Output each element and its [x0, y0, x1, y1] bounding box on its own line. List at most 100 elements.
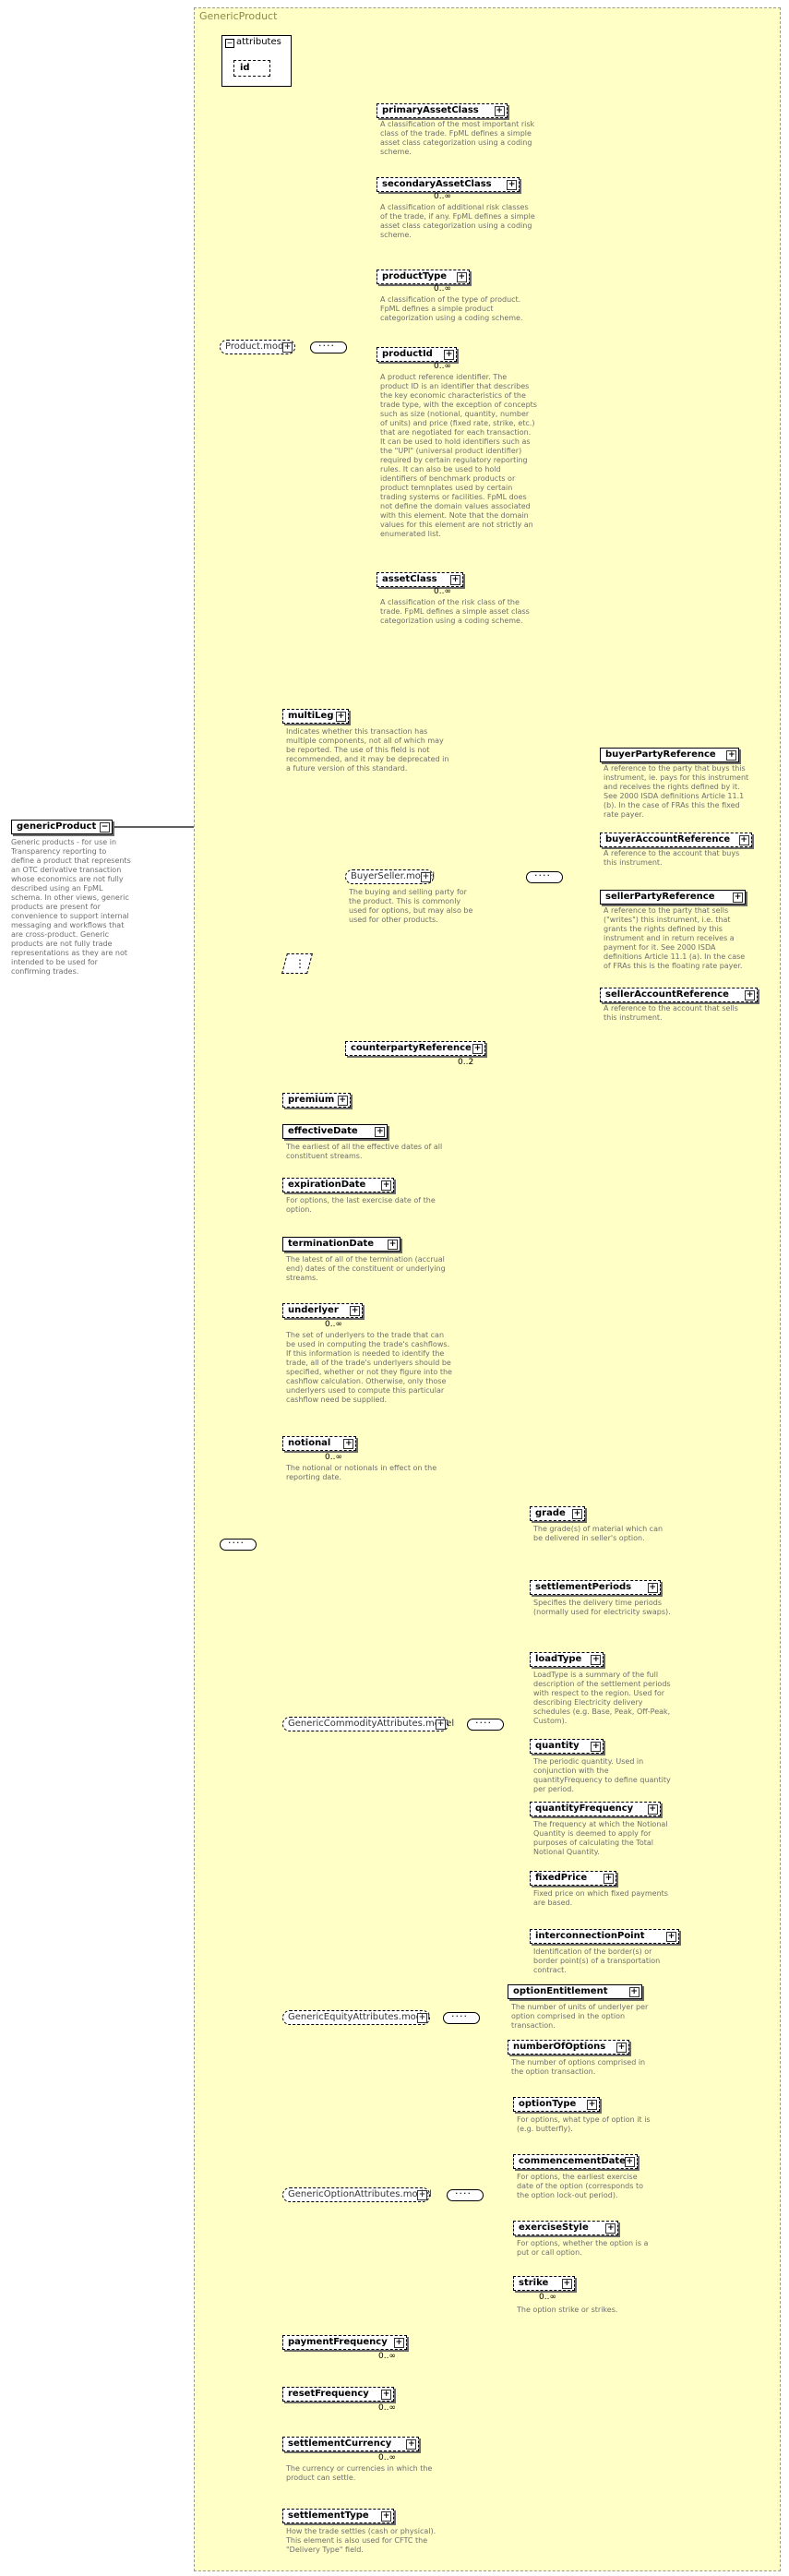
option-sequence-icon[interactable] [447, 2187, 484, 2201]
expand-icon[interactable]: + [350, 1306, 361, 1316]
main-item-underlyer[interactable]: underlyer+ [282, 1303, 364, 1318]
expand-icon[interactable]: + [591, 1742, 602, 1752]
expand-icon[interactable]: + [591, 1655, 602, 1665]
expand-icon[interactable]: + [417, 2190, 427, 2200]
main-item-expirationDate[interactable]: expirationDate+ [282, 1178, 395, 1192]
collapse-icon[interactable]: − [100, 822, 110, 833]
attribute-id[interactable]: id [233, 60, 270, 77]
expand-icon[interactable]: + [421, 872, 431, 882]
expand-icon[interactable]: + [726, 750, 737, 761]
element-doc: Indicates whether this transaction has m… [286, 727, 449, 773]
expand-icon[interactable]: + [733, 893, 743, 903]
option-group[interactable]: GenericOptionAttributes.model+ [282, 2187, 432, 2202]
expand-icon[interactable]: + [604, 1874, 614, 1884]
product-sequence-icon[interactable] [310, 340, 347, 353]
main-item-terminationDate[interactable]: terminationDate + [282, 1237, 400, 1252]
root-element[interactable]: genericProduct − [11, 820, 113, 834]
tail-item-paymentFrequency[interactable]: paymentFrequency+ [282, 2335, 407, 2350]
equity-item-numberOfOptions[interactable]: numberOfOptions+ [508, 2040, 629, 2055]
element-doc: A product reference identifier. The prod… [380, 373, 537, 538]
expand-icon[interactable]: + [605, 2223, 616, 2234]
choice-icon[interactable] [281, 953, 313, 974]
product-item-assetClass[interactable]: assetClass+ [377, 572, 463, 587]
expand-icon[interactable]: + [647, 1583, 658, 1593]
expand-icon[interactable]: + [388, 1240, 398, 1250]
equity-group[interactable]: GenericEquityAttributes.model+ [282, 2010, 430, 2025]
commodity-item-loadType[interactable]: loadType+ [530, 1652, 604, 1667]
collapse-icon[interactable]: − [225, 39, 234, 48]
option-item-strike[interactable]: strike+ [513, 2276, 575, 2291]
main-sequence-icon[interactable] [220, 1537, 257, 1551]
expand-icon[interactable]: + [406, 2439, 417, 2450]
expand-icon[interactable]: + [393, 2338, 404, 2348]
option-item-commencementDate[interactable]: commencementDate+ [513, 2154, 638, 2169]
multiLeg-element[interactable]: multiLeg+ [282, 709, 349, 724]
bs-item-buyerPartyReference[interactable]: buyerPartyReference+ [600, 748, 740, 762]
expand-icon[interactable]: + [647, 1804, 658, 1815]
expand-icon[interactable]: + [337, 1096, 348, 1106]
expand-icon[interactable]: + [561, 2279, 572, 2289]
product-item-primaryAssetClass[interactable]: primaryAssetClass+ [377, 103, 508, 118]
expand-icon[interactable]: + [628, 1987, 640, 1997]
element-label: interconnectionPoint [535, 1931, 645, 1941]
option-item-exerciseStyle[interactable]: exerciseStyle+ [513, 2221, 619, 2235]
expand-icon[interactable]: + [343, 1439, 354, 1449]
expand-icon[interactable]: + [282, 342, 293, 353]
expand-icon[interactable]: + [666, 1932, 676, 1942]
expand-icon[interactable]: + [381, 2511, 392, 2522]
equity-sequence-icon[interactable] [443, 2010, 480, 2024]
tail-item-resetFrequency[interactable]: resetFrequency + [282, 2387, 395, 2402]
buyer-seller-sequence-icon[interactable] [526, 869, 563, 883]
expand-icon[interactable]: + [381, 1180, 392, 1191]
commodity-item-interconnectionPoint[interactable]: interconnectionPoint + [530, 1929, 679, 1944]
bs-item-sellerPartyReference[interactable]: sellerPartyReference+ [600, 890, 746, 905]
product-item-secondaryAssetClass[interactable]: secondaryAssetClass+ [377, 177, 520, 192]
expand-icon[interactable]: + [381, 2390, 392, 2400]
expand-icon[interactable]: + [507, 180, 518, 190]
tail-item-settlementType[interactable]: settlementType+ [282, 2509, 395, 2523]
element-label: resetFrequency [288, 2389, 369, 2399]
commodity-item-fixedPrice[interactable]: fixedPrice+ [530, 1871, 616, 1886]
commodity-sequence-icon[interactable] [467, 1717, 504, 1731]
element-label: terminationDate [288, 1239, 375, 1249]
commodity-group[interactable]: GenericCommodityAttributes.model+ [282, 1717, 454, 1731]
expand-icon[interactable]: + [616, 2043, 627, 2053]
expand-icon[interactable]: + [450, 575, 460, 585]
commodity-item-quantity[interactable]: quantity + [530, 1739, 604, 1754]
expand-icon[interactable]: + [494, 106, 505, 116]
main-item-effectiveDate[interactable]: effectiveDate+ [282, 1124, 389, 1139]
counterparty-element[interactable]: counterpartyReference+ [345, 1041, 485, 1056]
expand-icon[interactable]: + [336, 712, 346, 722]
expand-icon[interactable]: + [444, 350, 455, 360]
expand-icon[interactable]: + [472, 1044, 483, 1054]
expand-icon[interactable]: + [587, 2100, 597, 2110]
commodity-item-settlementPeriods[interactable]: settlementPeriods+ [530, 1580, 661, 1595]
expand-icon[interactable]: + [436, 1719, 446, 1730]
main-item-notional[interactable]: notional+ [282, 1436, 357, 1451]
element-label: quantity [535, 1741, 580, 1751]
expand-icon[interactable]: + [738, 835, 749, 845]
bs-item-sellerAccountReference[interactable]: sellerAccountReference+ [600, 988, 759, 1002]
element-label: premium [288, 1095, 335, 1105]
option-item-optionType[interactable]: optionType+ [513, 2097, 600, 2112]
product-item-productId[interactable]: productId + [377, 347, 458, 362]
commodity-item-quantityFrequency[interactable]: quantityFrequency+ [530, 1802, 661, 1816]
cardinality-label: 0..∞ [378, 2453, 396, 2462]
element-doc: Fixed price on which fixed payments are … [533, 1889, 668, 1907]
main-item-premium[interactable]: premium+ [282, 1093, 351, 1108]
expand-icon[interactable]: + [417, 2013, 427, 2023]
expand-icon[interactable]: + [624, 2157, 635, 2167]
element-label: productId [382, 349, 433, 359]
tail-item-settlementCurrency[interactable]: settlementCurrency+ [282, 2437, 420, 2451]
buyer-seller-model-group[interactable]: BuyerSeller.model+ [345, 869, 435, 884]
commodity-item-grade[interactable]: grade+ [530, 1506, 585, 1521]
expand-icon[interactable]: + [572, 1509, 582, 1519]
expand-icon[interactable]: + [456, 272, 467, 282]
bs-item-buyerAccountReference[interactable]: buyerAccountReference+ [600, 833, 752, 847]
element-label: GenericOptionAttributes.model [288, 2189, 432, 2199]
expand-icon[interactable]: + [745, 990, 756, 1000]
product-item-productType[interactable]: productType+ [377, 270, 470, 284]
equity-item-optionEntitlement[interactable]: optionEntitlement+ [508, 1984, 642, 1999]
expand-icon[interactable]: + [375, 1127, 386, 1137]
product-model-group[interactable]: Product.model+ [220, 340, 295, 354]
